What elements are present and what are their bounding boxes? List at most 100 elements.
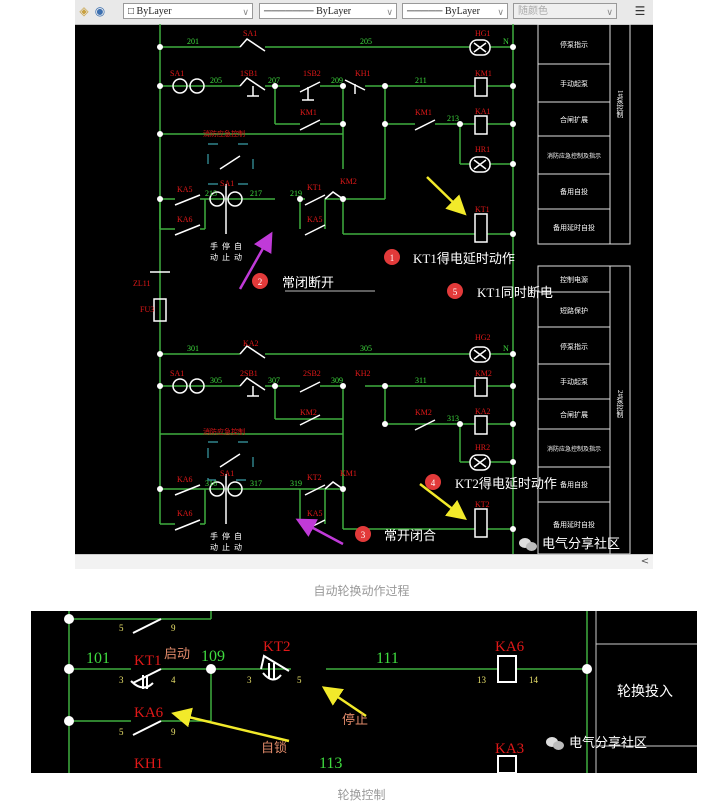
chevron-down-icon: ∨ bbox=[242, 7, 249, 17]
linetype-select[interactable]: ─────── ByLayer∨ bbox=[259, 3, 397, 19]
panel-row-label: 短路保护 bbox=[560, 306, 588, 315]
annotation-1: 1 KT1得电延时动作 bbox=[384, 249, 515, 266]
device-label: KT1 bbox=[134, 653, 162, 669]
annotation-start: 启动 bbox=[164, 646, 190, 661]
device-label: KM2 bbox=[475, 369, 492, 378]
arrows bbox=[238, 176, 467, 546]
device-label: KM1 bbox=[340, 469, 357, 478]
panel-labels: 停泵指示 手动起泵 合闸扩展 消防应急控制及指示 备用自投 备用延时自投 1#泵… bbox=[547, 40, 624, 529]
yellow-arrow bbox=[419, 483, 467, 521]
horizontal-scrollbar[interactable]: < bbox=[75, 554, 653, 569]
device-label: ZL11 bbox=[133, 279, 150, 288]
device-label: KH1 bbox=[134, 756, 163, 772]
wire-label: 211 bbox=[415, 76, 427, 85]
terminal: 14 bbox=[529, 675, 539, 685]
switch-label: 动 bbox=[234, 542, 242, 552]
emergency-control-boxes bbox=[207, 143, 254, 481]
device-label: KM1 bbox=[300, 108, 317, 117]
device-label: KA6 bbox=[134, 705, 164, 721]
device-label: KA2 bbox=[243, 339, 259, 348]
device-label: KT2 bbox=[475, 500, 490, 509]
chevron-down-icon: ∨ bbox=[606, 7, 613, 17]
rotation-control-diagram: 101 109 111 113 KT1 KA6 KH1 KT2 KA6 KA3 … bbox=[64, 611, 697, 774]
layers-icon[interactable]: ◈ bbox=[79, 4, 89, 18]
device-label: SA1 bbox=[170, 69, 184, 78]
device-label: KT1 bbox=[307, 183, 322, 192]
wire-label: 305 bbox=[360, 344, 372, 353]
yellow-arrow bbox=[171, 707, 290, 743]
yellow-arrow bbox=[426, 176, 467, 216]
device-label: 1SB2 bbox=[303, 69, 321, 78]
device-label: FU3 bbox=[140, 305, 154, 314]
switch-label: 动 bbox=[234, 252, 242, 262]
figure-auto-switch-process: ◈ ◉ □ ByLayer∨ ─────── ByLayer∨ ───── By… bbox=[75, 0, 653, 569]
panel-row-label: 合闸扩展 bbox=[560, 115, 588, 124]
color-swatch-icon: □ bbox=[128, 6, 137, 17]
device-label: SA1 bbox=[220, 179, 234, 188]
junction-dots bbox=[64, 614, 592, 726]
circuit-diagram-canvas: SA1 SA1 1SB1 1SB2 KH1 KM1 KM1 HG1 KM1 KA… bbox=[133, 24, 631, 554]
panel-row-label: 合闸扩展 bbox=[560, 410, 588, 419]
badge-number: 3 bbox=[361, 530, 366, 540]
annotation-text: KT1得电延时动作 bbox=[413, 251, 515, 266]
device-label: HR1 bbox=[475, 145, 490, 154]
watermark: 电气分享社区 bbox=[546, 732, 647, 751]
device-labels: KT1 KA6 KH1 KT2 KA6 KA3 bbox=[134, 639, 525, 772]
device-label: SA1 bbox=[170, 369, 184, 378]
switch-label: 手 bbox=[210, 241, 218, 251]
device-label: KM1 bbox=[415, 108, 432, 117]
scroll-left-button[interactable]: < bbox=[640, 556, 650, 567]
panel-row-label: 手动起泵 bbox=[560, 79, 588, 88]
wire-label: 319 bbox=[290, 479, 302, 488]
plotstyle-select[interactable]: 随颜色∨ bbox=[513, 3, 617, 19]
figure1-caption: 自动轮换动作过程 bbox=[313, 584, 410, 598]
device-label: KA5 bbox=[307, 509, 323, 518]
wire-label: 205 bbox=[360, 37, 372, 46]
panel bbox=[595, 611, 697, 773]
wire-label: 317 bbox=[250, 479, 262, 488]
panel-row-label: 备用自投 bbox=[560, 480, 588, 489]
panel-row-label: 轮换投入 bbox=[617, 683, 673, 700]
line-preview: ─────── bbox=[264, 6, 317, 17]
terminal: 4 bbox=[171, 675, 176, 685]
annotation-text: 常开闭合 bbox=[384, 528, 436, 543]
device-label: SA1 bbox=[220, 469, 234, 478]
device-label: KA6 bbox=[177, 475, 193, 484]
device-label: KH1 bbox=[355, 69, 371, 78]
badge-number: 1 bbox=[390, 253, 395, 263]
badge-number: 5 bbox=[453, 287, 458, 297]
switch-position-labels: 手 停 自 动 止 动 手 停 自 动 止 动 bbox=[210, 241, 242, 552]
device-labels: SA1 SA1 1SB1 1SB2 KH1 KM1 KM1 HG1 KM1 KA… bbox=[133, 29, 492, 518]
device-label: KH2 bbox=[355, 369, 371, 378]
wire-label: 307 bbox=[268, 376, 280, 385]
layer-state-icon[interactable]: ◉ bbox=[94, 4, 106, 18]
badge-number: 2 bbox=[258, 277, 263, 287]
wire-label: 113 bbox=[319, 755, 342, 772]
device-label: KM2 bbox=[415, 408, 432, 417]
device-label: HR2 bbox=[475, 443, 490, 452]
contacts bbox=[130, 618, 517, 774]
wire-label: 101 bbox=[86, 650, 110, 667]
properties-icon[interactable]: ☰ bbox=[634, 4, 646, 18]
panel-row-label: 消防应急控制及指示 bbox=[547, 445, 601, 453]
device-label: KA6 bbox=[177, 509, 193, 518]
switch-label: 自 bbox=[234, 241, 242, 251]
device-label: KA5 bbox=[177, 185, 193, 194]
wire-label: 201 bbox=[187, 37, 199, 46]
panel-row-label: 备用延时自投 bbox=[553, 223, 595, 232]
arrows bbox=[171, 686, 367, 743]
wire-label: 213 bbox=[447, 114, 459, 123]
color-select[interactable]: □ ByLayer∨ bbox=[123, 3, 253, 19]
lineweight-select[interactable]: ───── ByLayer∨ bbox=[402, 3, 508, 19]
figure2-caption: 轮换控制 bbox=[337, 788, 386, 802]
chevron-down-icon: ∨ bbox=[497, 7, 504, 17]
panel-row-label: 备用延时自投 bbox=[553, 520, 595, 529]
wechat-icon bbox=[519, 537, 539, 552]
badge-number: 4 bbox=[431, 478, 436, 488]
wire-label: 217 bbox=[250, 189, 262, 198]
device-label: 2SB2 bbox=[303, 369, 321, 378]
wire-label: 109 bbox=[201, 648, 225, 665]
device-label: 2SB1 bbox=[240, 369, 258, 378]
cad-properties-toolbar: ◈ ◉ □ ByLayer∨ ─────── ByLayer∨ ───── By… bbox=[75, 0, 653, 25]
